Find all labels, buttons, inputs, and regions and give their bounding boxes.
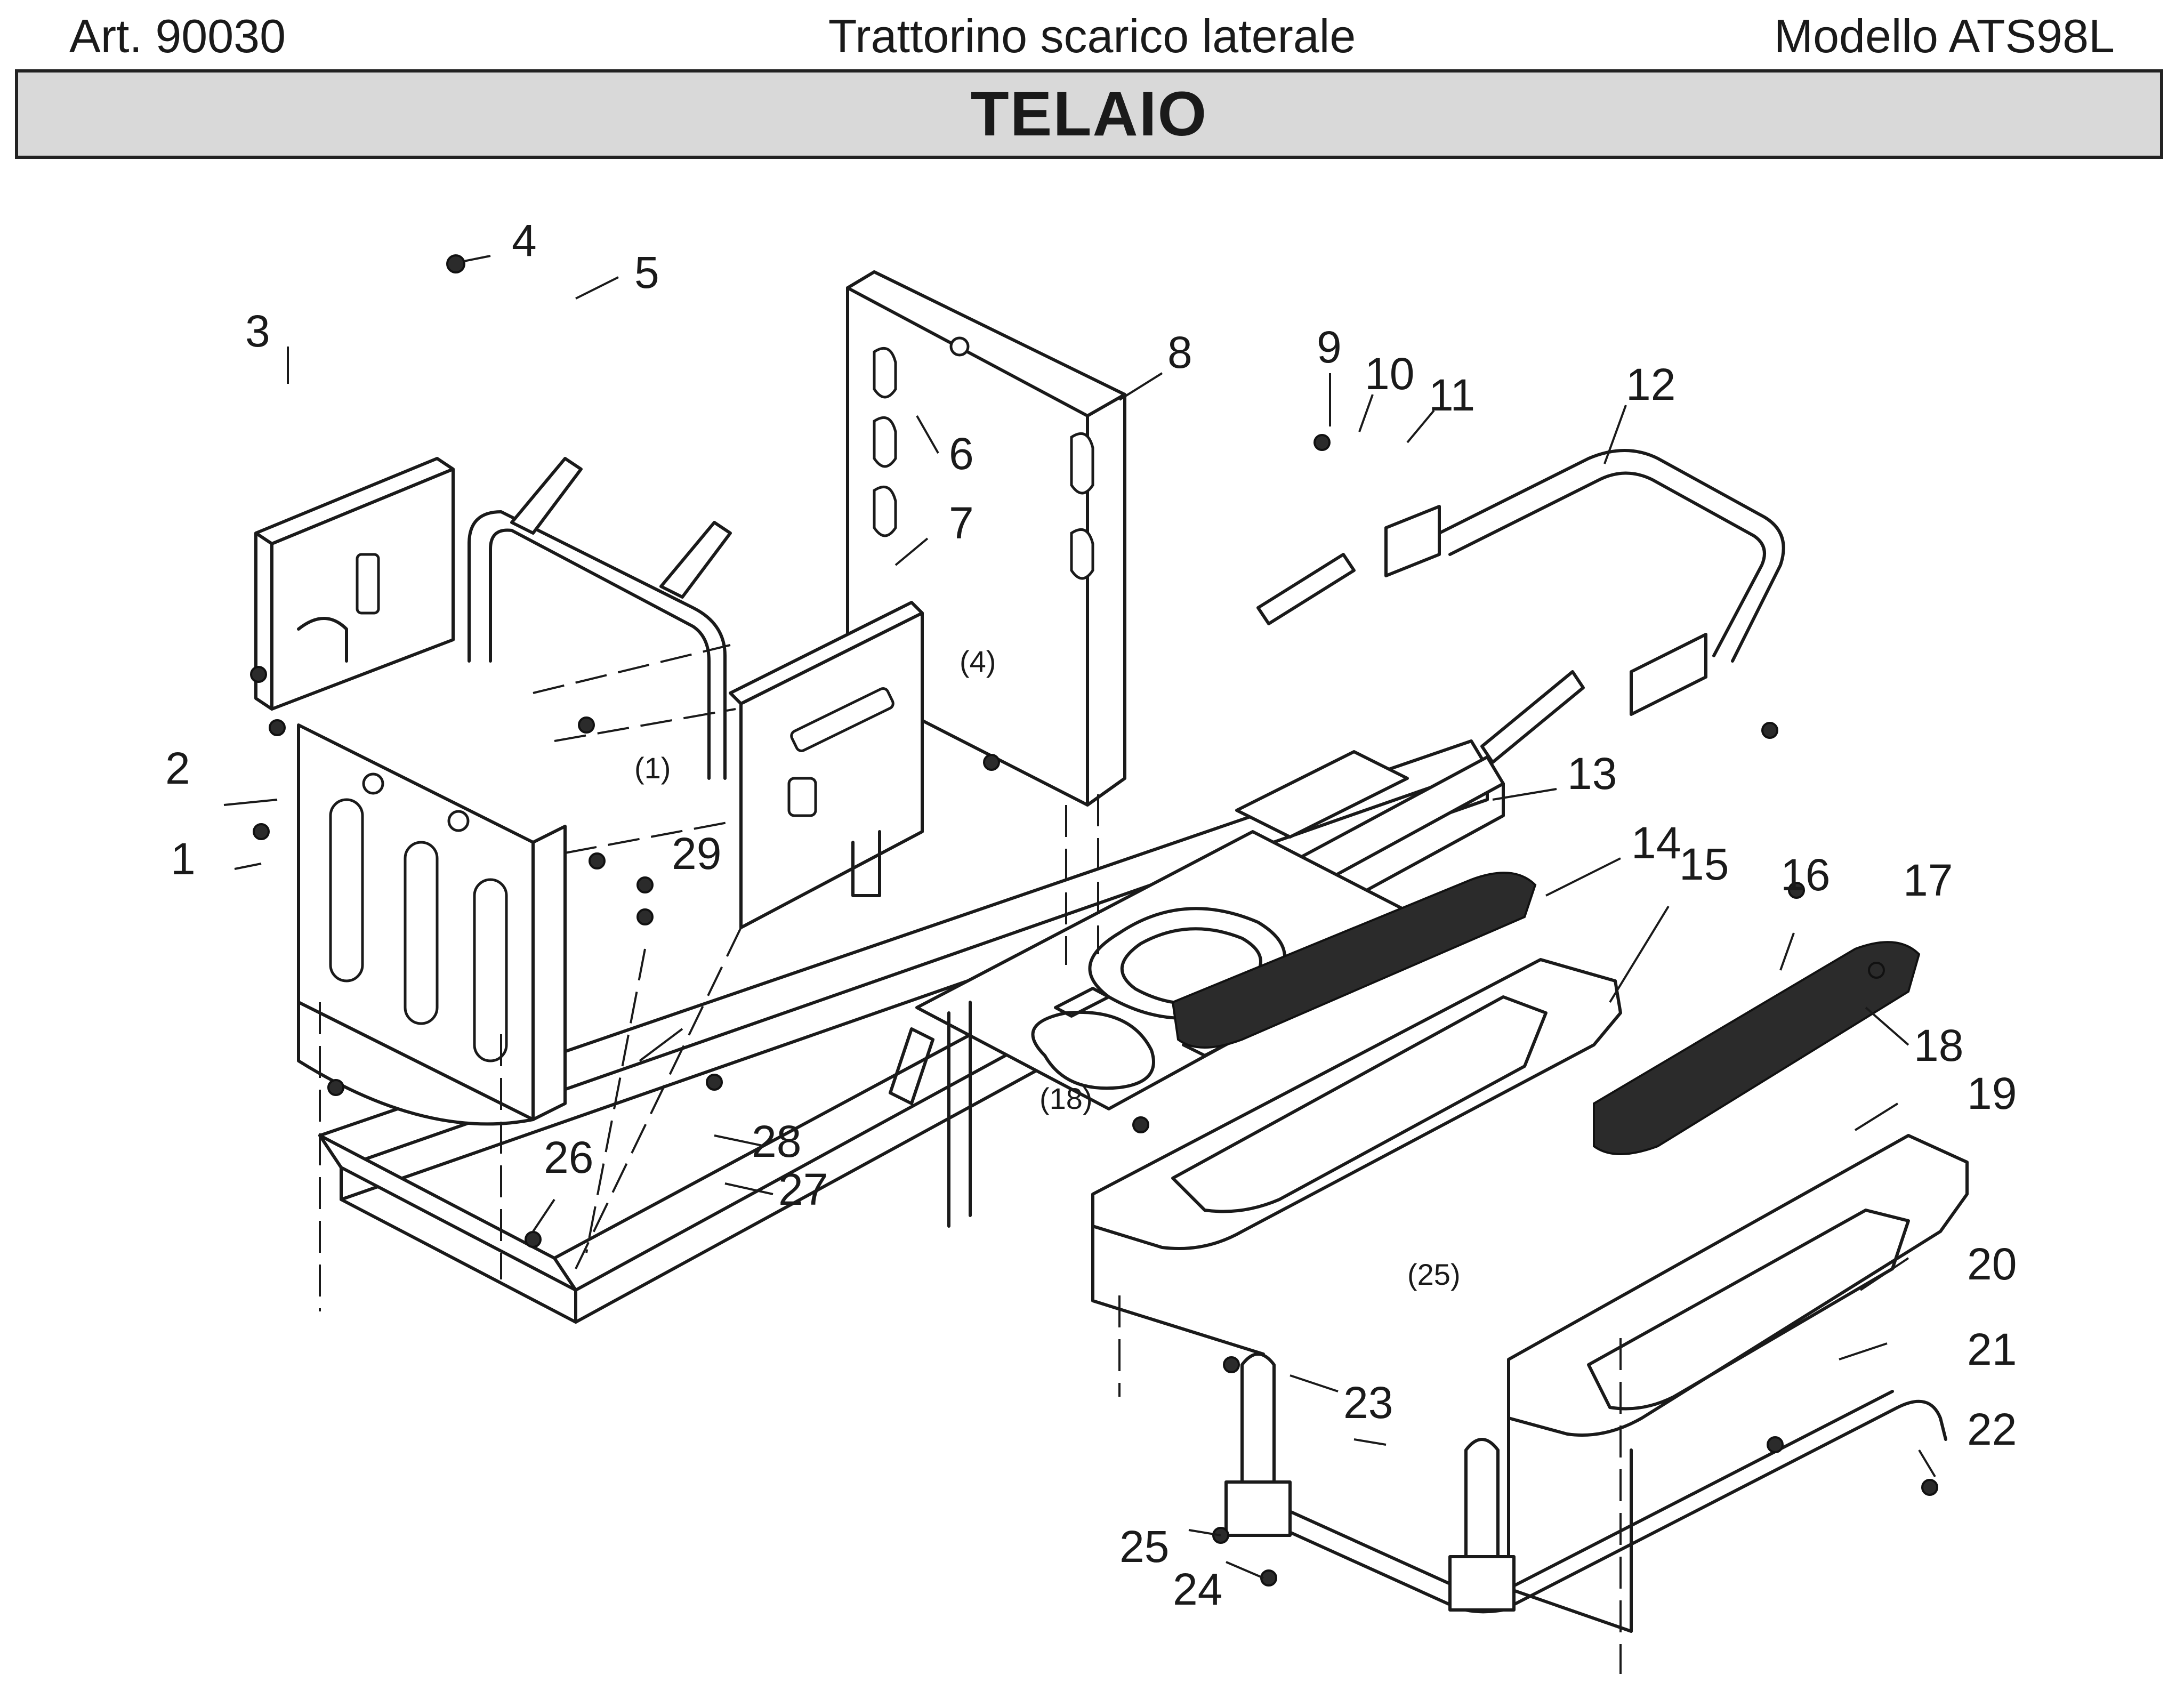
alignment-lines: [319, 644, 1622, 1674]
callout-25-ref: (25): [1407, 1258, 1461, 1291]
part-21-crossbar: [1224, 1352, 1947, 1614]
callout-13: 13: [1567, 748, 1617, 799]
callout-10: 10: [1365, 349, 1414, 399]
callout-11: 11: [1429, 370, 1475, 420]
callout-4: 4: [512, 215, 537, 265]
part-19-right-footboard: [1507, 1134, 1969, 1633]
callout-16: 16: [1780, 850, 1830, 900]
callout-2: 2: [165, 743, 190, 793]
section-title: TELAIO: [970, 79, 1208, 149]
part-23-ubolt: [1240, 1352, 1276, 1484]
callout-27: 27: [778, 1164, 828, 1214]
callout-12: 12: [1626, 359, 1675, 409]
part-12-rear-hoop: [1384, 449, 1785, 716]
callout-8: 8: [1167, 327, 1192, 377]
leader-lines: [223, 255, 1936, 1579]
callout-5: 5: [634, 247, 659, 297]
callout-22: 22: [1967, 1404, 2017, 1454]
part-2-seat-bracket: [297, 723, 567, 1126]
callout-26: 26: [544, 1132, 593, 1182]
callout-14: 14: [1631, 818, 1681, 868]
part-7-mid-plate: [729, 601, 924, 929]
callout-20: 20: [1967, 1239, 2017, 1289]
callout-7: 7: [949, 498, 974, 548]
part-3-upper-bracket: [254, 457, 455, 711]
callout-6: 6: [949, 429, 974, 479]
callout-18-ref: (18): [1039, 1082, 1093, 1115]
callout-1: 1: [171, 834, 196, 884]
part-15-left-footboard: [1091, 958, 1622, 1356]
model-name: Modello ATS98L: [1774, 10, 2115, 62]
part-13-side-brackets: [1256, 553, 1585, 764]
callout-28: 28: [752, 1116, 801, 1166]
part-14-left-mat: [1171, 872, 1537, 1049]
callout-18: 18: [1914, 1020, 1963, 1070]
callout-15: 15: [1679, 839, 1729, 889]
callout-23: 23: [1343, 1378, 1393, 1428]
part-17-right-mat: [1593, 941, 1921, 1155]
frame-axle-bracket: [947, 1001, 972, 1228]
callout-21: 21: [1967, 1324, 2017, 1374]
exploded-frame-diagram: 1 2 3 4 5 6 7 8 9 10 11 12 13 14 15 16 1…: [165, 215, 2017, 1674]
product-name: Trattorino scarico laterale: [828, 10, 1356, 62]
callout-17: 17: [1903, 855, 1953, 905]
callout-1-ref: (1): [634, 751, 671, 785]
header-row: Art. 90030 Trattorino scarico laterale M…: [0, 0, 2184, 64]
fasteners: [250, 254, 1938, 1587]
section-title-band: TELAIO: [15, 69, 2163, 159]
callout-24: 24: [1173, 1564, 1222, 1614]
main-frame: [318, 739, 1505, 1324]
callout-3: 3: [245, 306, 270, 356]
callout-9: 9: [1317, 322, 1342, 372]
article-number: Art. 90030: [69, 10, 286, 62]
callout-29: 29: [672, 828, 721, 879]
frame-rear-crossmember: [318, 1134, 577, 1292]
part-5-tube-frame: [468, 457, 732, 780]
callout-4-ref: (4): [960, 645, 996, 678]
callout-19: 19: [1967, 1068, 2017, 1118]
callout-25: 25: [1119, 1521, 1169, 1572]
callout-labels: 1 2 3 4 5 6 7 8 9 10 11 12 13 14 15 16 1…: [165, 215, 2017, 1614]
